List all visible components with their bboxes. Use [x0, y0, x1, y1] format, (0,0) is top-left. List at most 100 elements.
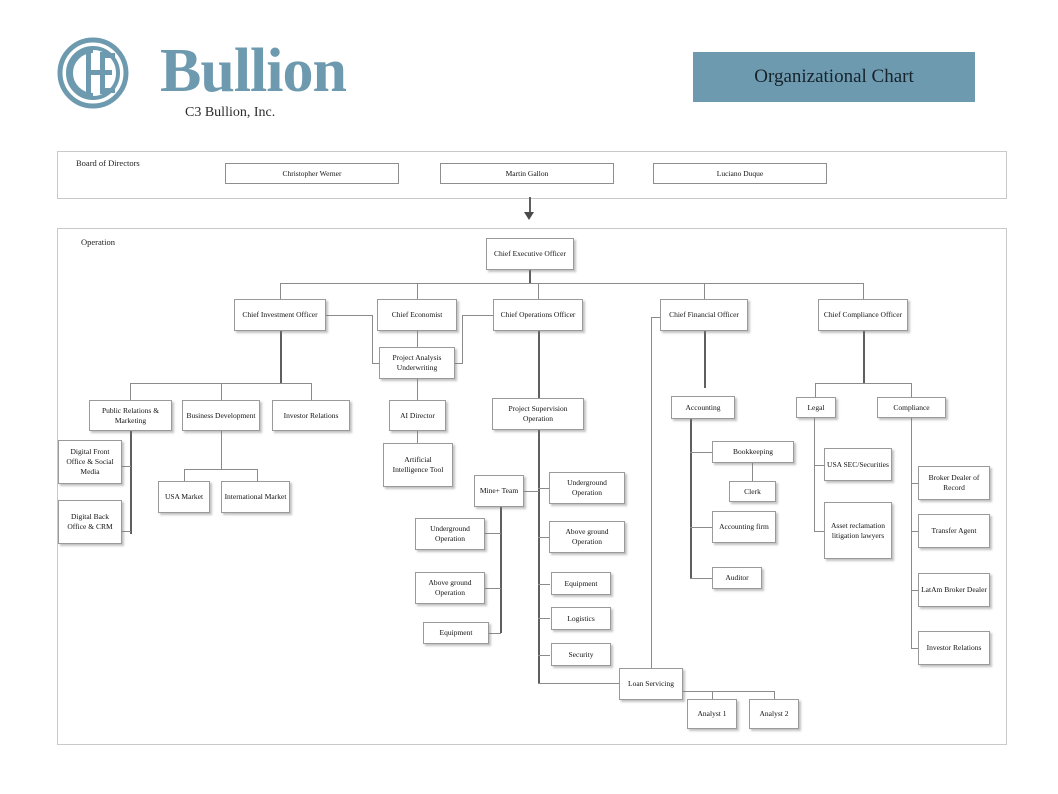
- connector-drop-international-market: [257, 469, 258, 481]
- connector-cco-stem: [863, 331, 865, 383]
- connector-executive-bus: [280, 283, 864, 284]
- connector-cfo-left-tap: [651, 317, 662, 318]
- board-member-card[interactable]: Luciano Duque: [653, 163, 827, 184]
- connector-supervision-to-security: [538, 655, 550, 656]
- node-accounting-firm[interactable]: Accounting firm: [712, 511, 776, 543]
- connector-bd-stem: [221, 431, 222, 469]
- node-chief-compliance-officer[interactable]: Chief Compliance Officer: [818, 299, 908, 331]
- connector-compliance-stem: [911, 418, 912, 648]
- node-supervision-above-ground-operation[interactable]: Above ground Operation: [549, 521, 625, 553]
- connector-cio-stem: [280, 331, 282, 383]
- connector-arrow-to-operation: [524, 212, 534, 220]
- node-supervision-underground-operation[interactable]: Underground Operation: [549, 472, 625, 504]
- node-supervision-security[interactable]: Security: [551, 643, 611, 666]
- connector-cio-to-pau: [326, 315, 372, 316]
- node-analyst-2[interactable]: Analyst 2: [749, 699, 799, 729]
- node-project-analysis-underwriting[interactable]: Project Analysis Underwriting: [379, 347, 455, 379]
- connector-accounting-to-bookkeeping: [690, 452, 713, 453]
- connector-compliance-to-transfer-agent: [911, 531, 918, 532]
- node-analyst-1[interactable]: Analyst 1: [687, 699, 737, 729]
- node-latam-broker-dealer[interactable]: LatAm Broker Dealer: [918, 573, 990, 607]
- board-member-card[interactable]: Christopher Werner: [225, 163, 399, 184]
- board-member-card[interactable]: Martin Gallon: [440, 163, 614, 184]
- connector-drop-coo: [538, 283, 539, 299]
- company-name: C3 Bullion, Inc.: [185, 105, 276, 120]
- connector-pr-to-digital-front: [122, 466, 131, 467]
- connector-drop-cio: [280, 283, 281, 299]
- connector-drop-investor-relations: [311, 383, 312, 400]
- node-mine-plus-team[interactable]: Mine+ Team: [474, 475, 524, 507]
- connector-cio-to-pau-in: [372, 363, 380, 364]
- connector-mine-team-stem: [500, 507, 502, 633]
- node-international-market[interactable]: International Market: [221, 481, 290, 513]
- connector-mine-to-underground: [484, 533, 501, 534]
- node-accounting[interactable]: Accounting: [671, 396, 735, 419]
- connector-pau-to-ai-director: [417, 379, 418, 400]
- c3-bullion-circle-logo-icon: [56, 36, 130, 110]
- node-mine-equipment[interactable]: Equipment: [423, 622, 489, 644]
- node-transfer-agent[interactable]: Transfer Agent: [918, 514, 990, 548]
- node-clerk[interactable]: Clerk: [729, 481, 776, 502]
- connector-drop-business-development: [221, 383, 222, 400]
- connector-drop-analyst-1: [712, 691, 713, 700]
- node-bookkeeping[interactable]: Bookkeeping: [712, 441, 794, 463]
- connector-coo-to-pau-drop: [462, 315, 463, 363]
- brand-wordmark: Bullion: [160, 37, 347, 105]
- connector-accounting-stem: [690, 419, 692, 578]
- connector-mine-to-aboveground: [484, 588, 501, 589]
- node-public-relations-marketing[interactable]: Public Relations & Marketing: [89, 400, 172, 431]
- connector-supervision-to-mine-team: [523, 491, 539, 492]
- page-title-bar: Organizational Chart: [693, 52, 975, 102]
- node-chief-operations-officer[interactable]: Chief Operations Officer: [493, 299, 583, 331]
- connector-pr-to-digital-back: [122, 531, 131, 532]
- connector-coo-to-pau-in: [455, 363, 463, 364]
- node-digital-front-office-social-media[interactable]: Digital Front Office & Social Media: [58, 440, 122, 484]
- node-usa-market[interactable]: USA Market: [158, 481, 210, 513]
- connector-pr-stem: [130, 431, 132, 534]
- node-broker-dealer-of-record[interactable]: Broker Dealer of Record: [918, 466, 990, 500]
- connector-coo-stem: [538, 331, 540, 400]
- node-business-development[interactable]: Business Development: [182, 400, 260, 431]
- connector-compliance-to-latam-broker: [911, 590, 918, 591]
- node-project-supervision-operation[interactable]: Project Supervision Operation: [492, 398, 584, 430]
- connector-supervision-to-logistics: [538, 618, 550, 619]
- node-investor-relations[interactable]: Investor Relations: [272, 400, 350, 431]
- node-chief-investment-officer[interactable]: Chief Investment Officer: [234, 299, 326, 331]
- node-chief-financial-officer[interactable]: Chief Financial Officer: [660, 299, 748, 331]
- node-mine-underground-operation[interactable]: Underground Operation: [415, 518, 485, 550]
- connector-cfo-to-loan-servicing: [651, 317, 652, 670]
- node-loan-servicing[interactable]: Loan Servicing: [619, 668, 683, 700]
- connector-drop-usa-market: [184, 469, 185, 481]
- node-supervision-equipment[interactable]: Equipment: [551, 572, 611, 595]
- connector-cio-to-pau-drop: [372, 315, 373, 363]
- node-legal[interactable]: Legal: [796, 397, 836, 418]
- connector-compliance-to-investor-relations: [911, 648, 918, 649]
- node-mine-above-ground-operation[interactable]: Above ground Operation: [415, 572, 485, 604]
- connector-drop-cco: [863, 283, 864, 299]
- node-digital-back-office-crm[interactable]: Digital Back Office & CRM: [58, 500, 122, 544]
- node-chief-executive-officer[interactable]: Chief Executive Officer: [486, 238, 574, 270]
- connector-accounting-to-firm: [690, 527, 713, 528]
- connector-legal-stem: [814, 418, 815, 531]
- connector-compliance-to-broker-dealer: [911, 483, 918, 484]
- connector-bookkeeping-to-clerk: [752, 463, 753, 481]
- connector-coo-to-pau: [462, 315, 493, 316]
- node-investor-relations-compliance[interactable]: Investor Relations: [918, 631, 990, 665]
- connector-supervision-spine: [538, 430, 540, 683]
- node-ai-director[interactable]: AI Director: [389, 400, 446, 431]
- node-compliance[interactable]: Compliance: [877, 397, 946, 418]
- connector-supervision-to-aboveground: [538, 537, 550, 538]
- connector-cfo-stem: [704, 331, 706, 388]
- node-asset-reclamation-litigation-lawyers[interactable]: Asset reclamation litigation lawyers: [824, 502, 892, 559]
- connector-mine-to-equipment: [484, 633, 501, 634]
- node-auditor[interactable]: Auditor: [712, 567, 762, 589]
- connector-accounting-to-auditor: [690, 578, 713, 579]
- node-usa-sec-securities[interactable]: USA SEC/Securities: [824, 448, 892, 481]
- connector-loan-servicing-bus: [683, 691, 774, 692]
- node-chief-economist[interactable]: Chief Economist: [377, 299, 457, 331]
- node-artificial-intelligence-tool[interactable]: Artificial Intelligence Tool: [383, 443, 453, 487]
- connector-legal-to-sec: [814, 465, 825, 466]
- operation-panel-label: Operation: [81, 237, 115, 247]
- node-supervision-logistics[interactable]: Logistics: [551, 607, 611, 630]
